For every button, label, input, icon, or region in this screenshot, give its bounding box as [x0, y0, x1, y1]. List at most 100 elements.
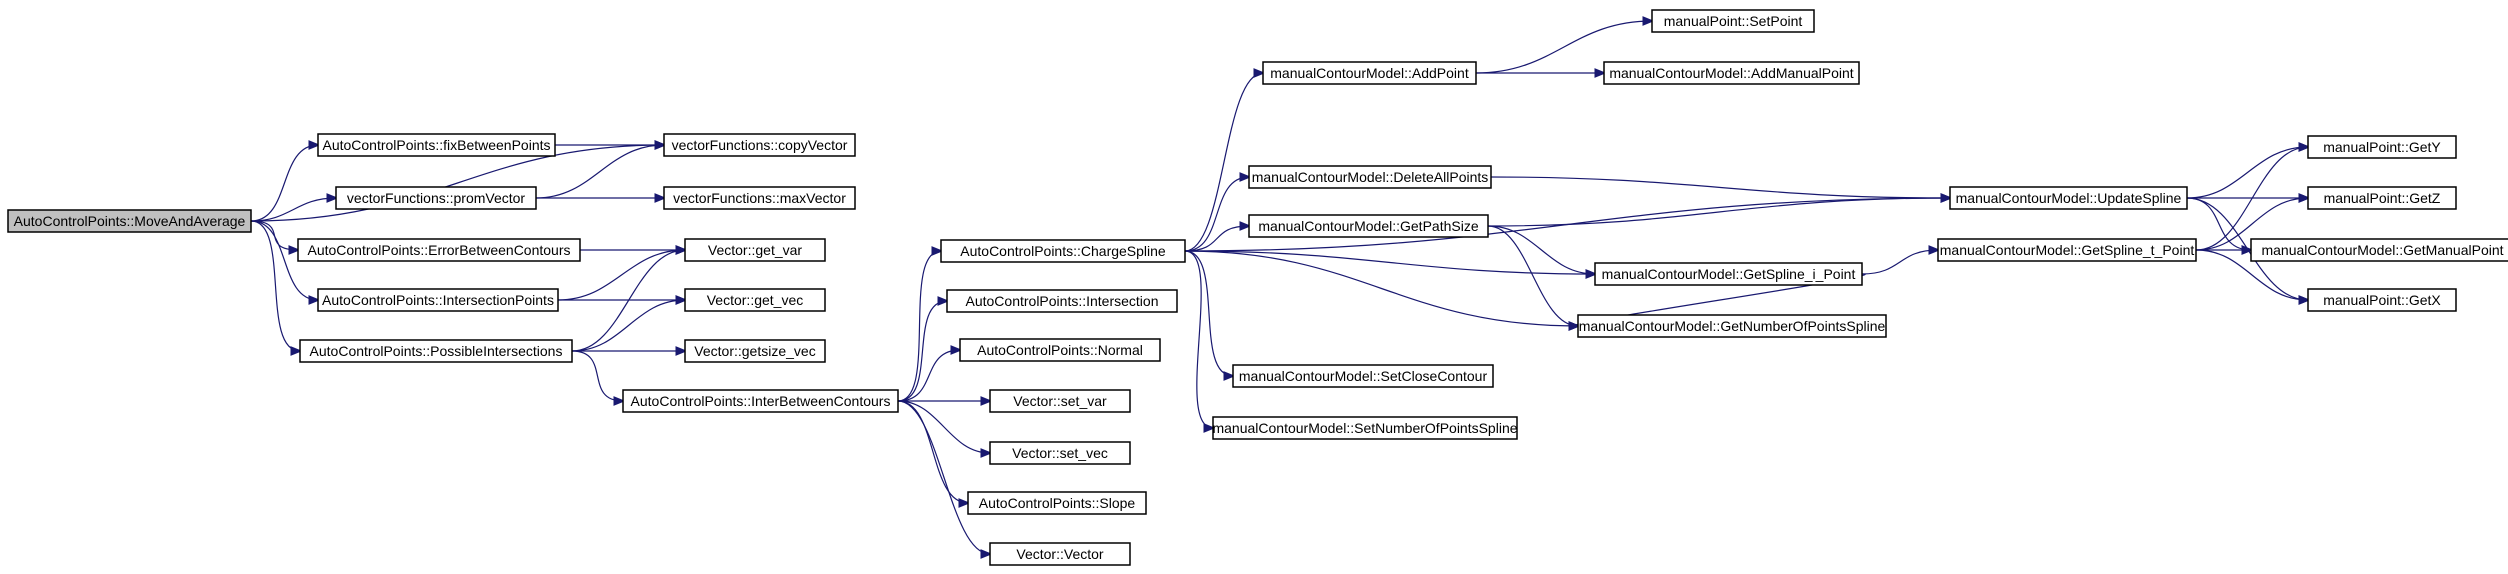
- graph-node[interactable]: AutoControlPoints::fixBetweenPoints: [317, 133, 556, 157]
- node-box[interactable]: [1577, 314, 1887, 338]
- node-box[interactable]: [946, 289, 1178, 313]
- node-box[interactable]: [1232, 364, 1494, 388]
- node-box[interactable]: [1949, 186, 2188, 210]
- graph-node[interactable]: Vector::get_vec: [684, 288, 826, 312]
- graph-node[interactable]: Vector::set_var: [989, 389, 1131, 413]
- node-box[interactable]: [959, 338, 1161, 362]
- node-box[interactable]: [317, 288, 559, 312]
- call-edge: [897, 350, 960, 402]
- node-label: Vector::set_vec: [1012, 445, 1108, 461]
- graph-node[interactable]: manualPoint::SetPoint: [1651, 9, 1815, 33]
- graph-node[interactable]: manualPoint::GetZ: [2307, 186, 2457, 210]
- graph-node[interactable]: manualContourModel::AddManualPoint: [1603, 61, 1860, 85]
- graph-node[interactable]: manualContourModel::SetCloseContour: [1232, 364, 1494, 388]
- graph-node[interactable]: vectorFunctions::promVector: [335, 186, 537, 210]
- node-box[interactable]: [1594, 262, 1863, 286]
- node-label: manualContourModel::GetSpline_i_Point: [1602, 266, 1856, 282]
- graph-node[interactable]: manualContourModel::DeleteAllPoints: [1248, 165, 1492, 189]
- node-label: AutoControlPoints::InterBetweenContours: [631, 393, 891, 409]
- node-box[interactable]: [1937, 238, 2197, 262]
- node-box[interactable]: [1603, 61, 1860, 85]
- node-box[interactable]: [684, 238, 826, 262]
- call-edge: [1475, 21, 1652, 74]
- node-label: manualPoint::GetZ: [2324, 190, 2441, 206]
- graph-node[interactable]: AutoControlPoints::Slope: [967, 491, 1147, 515]
- node-box[interactable]: [940, 239, 1186, 263]
- node-box[interactable]: [684, 288, 826, 312]
- graph-node[interactable]: manualContourModel::SetNumberOfPointsSpl…: [1212, 416, 1518, 440]
- call-edge: [1184, 250, 1578, 326]
- node-box[interactable]: [989, 389, 1131, 413]
- graph-node[interactable]: manualPoint::GetY: [2307, 135, 2457, 159]
- node-box[interactable]: [299, 339, 573, 363]
- node-box[interactable]: [317, 133, 556, 157]
- node-label: AutoControlPoints::Slope: [979, 495, 1136, 511]
- graph-node[interactable]: AutoControlPoints::Normal: [959, 338, 1161, 362]
- node-box[interactable]: [1248, 165, 1492, 189]
- call-edge: [1861, 250, 1938, 275]
- node-box[interactable]: [989, 542, 1131, 566]
- node-box[interactable]: [1248, 214, 1489, 238]
- node-box[interactable]: [1262, 61, 1477, 85]
- node-box[interactable]: [7, 209, 252, 233]
- node-box[interactable]: [989, 441, 1131, 465]
- node-label: AutoControlPoints::fixBetweenPoints: [322, 137, 550, 153]
- graph-node[interactable]: manualContourModel::GetPathSize: [1248, 214, 1489, 238]
- node-box[interactable]: [684, 339, 826, 363]
- node-box[interactable]: [663, 133, 856, 157]
- graph-node[interactable]: AutoControlPoints::PossibleIntersections: [299, 339, 573, 363]
- call-edge: [557, 250, 685, 301]
- graph-node[interactable]: AutoControlPoints::InterBetweenContours: [622, 389, 899, 413]
- graph-node[interactable]: manualContourModel::AddPoint: [1262, 61, 1477, 85]
- call-edge: [1184, 250, 1213, 428]
- node-box[interactable]: [663, 186, 856, 210]
- node-box[interactable]: [967, 491, 1147, 515]
- call-edge: [250, 198, 336, 222]
- node-label: vectorFunctions::promVector: [347, 190, 526, 206]
- node-label: AutoControlPoints::Intersection: [966, 293, 1159, 309]
- node-label: AutoControlPoints::PossibleIntersections: [310, 343, 563, 359]
- node-label: manualContourModel::AddManualPoint: [1609, 65, 1853, 81]
- call-edge: [2186, 147, 2308, 199]
- graph-node[interactable]: AutoControlPoints::IntersectionPoints: [317, 288, 559, 312]
- graph-node[interactable]: AutoControlPoints::Intersection: [946, 289, 1178, 313]
- graph-node[interactable]: Vector::set_vec: [989, 441, 1131, 465]
- graph-node[interactable]: vectorFunctions::maxVector: [663, 186, 856, 210]
- graph-node[interactable]: manualContourModel::GetManualPoint: [2250, 238, 2508, 262]
- node-label: manualContourModel::GetManualPoint: [2261, 242, 2503, 258]
- graph-node[interactable]: vectorFunctions::copyVector: [663, 133, 856, 157]
- call-edge: [1184, 73, 1263, 252]
- node-label: manualContourModel::UpdateSpline: [1956, 190, 2182, 206]
- graph-node[interactable]: AutoControlPoints::ErrorBetweenContours: [297, 238, 581, 262]
- node-label: AutoControlPoints::MoveAndAverage: [14, 213, 246, 229]
- graph-node[interactable]: manualPoint::GetX: [2307, 288, 2457, 312]
- graph-node[interactable]: manualContourModel::GetNumberOfPointsSpl…: [1577, 314, 1887, 338]
- node-box[interactable]: [1212, 416, 1518, 440]
- node-box[interactable]: [335, 186, 537, 210]
- graph-node[interactable]: manualContourModel::GetSpline_t_Point: [1937, 238, 2197, 262]
- graph-node[interactable]: AutoControlPoints::MoveAndAverage: [7, 209, 252, 233]
- node-label: manualPoint::GetY: [2323, 139, 2441, 155]
- node-box[interactable]: [2307, 186, 2457, 210]
- graph-node[interactable]: manualContourModel::UpdateSpline: [1949, 186, 2188, 210]
- graph-node[interactable]: Vector::get_var: [684, 238, 826, 262]
- graph-node[interactable]: Vector::Vector: [989, 542, 1131, 566]
- node-box[interactable]: [622, 389, 899, 413]
- node-label: AutoControlPoints::Normal: [977, 342, 1143, 358]
- node-label: manualContourModel::DeleteAllPoints: [1252, 169, 1489, 185]
- node-box[interactable]: [2307, 135, 2457, 159]
- node-label: manualContourModel::SetNumberOfPointsSpl…: [1212, 420, 1517, 436]
- call-edge: [571, 300, 685, 352]
- node-label: vectorFunctions::copyVector: [672, 137, 848, 153]
- graph-node[interactable]: AutoControlPoints::ChargeSpline: [940, 239, 1186, 263]
- node-box[interactable]: [1651, 9, 1815, 33]
- node-label: Vector::set_var: [1013, 393, 1107, 409]
- graph-node[interactable]: manualContourModel::GetSpline_i_Point: [1594, 262, 1863, 286]
- node-label: manualPoint::SetPoint: [1664, 13, 1803, 29]
- node-label: vectorFunctions::maxVector: [673, 190, 846, 206]
- call-edge: [571, 350, 623, 401]
- node-box[interactable]: [297, 238, 581, 262]
- node-box[interactable]: [2250, 238, 2508, 262]
- graph-node[interactable]: Vector::getsize_vec: [684, 339, 826, 363]
- node-box[interactable]: [2307, 288, 2457, 312]
